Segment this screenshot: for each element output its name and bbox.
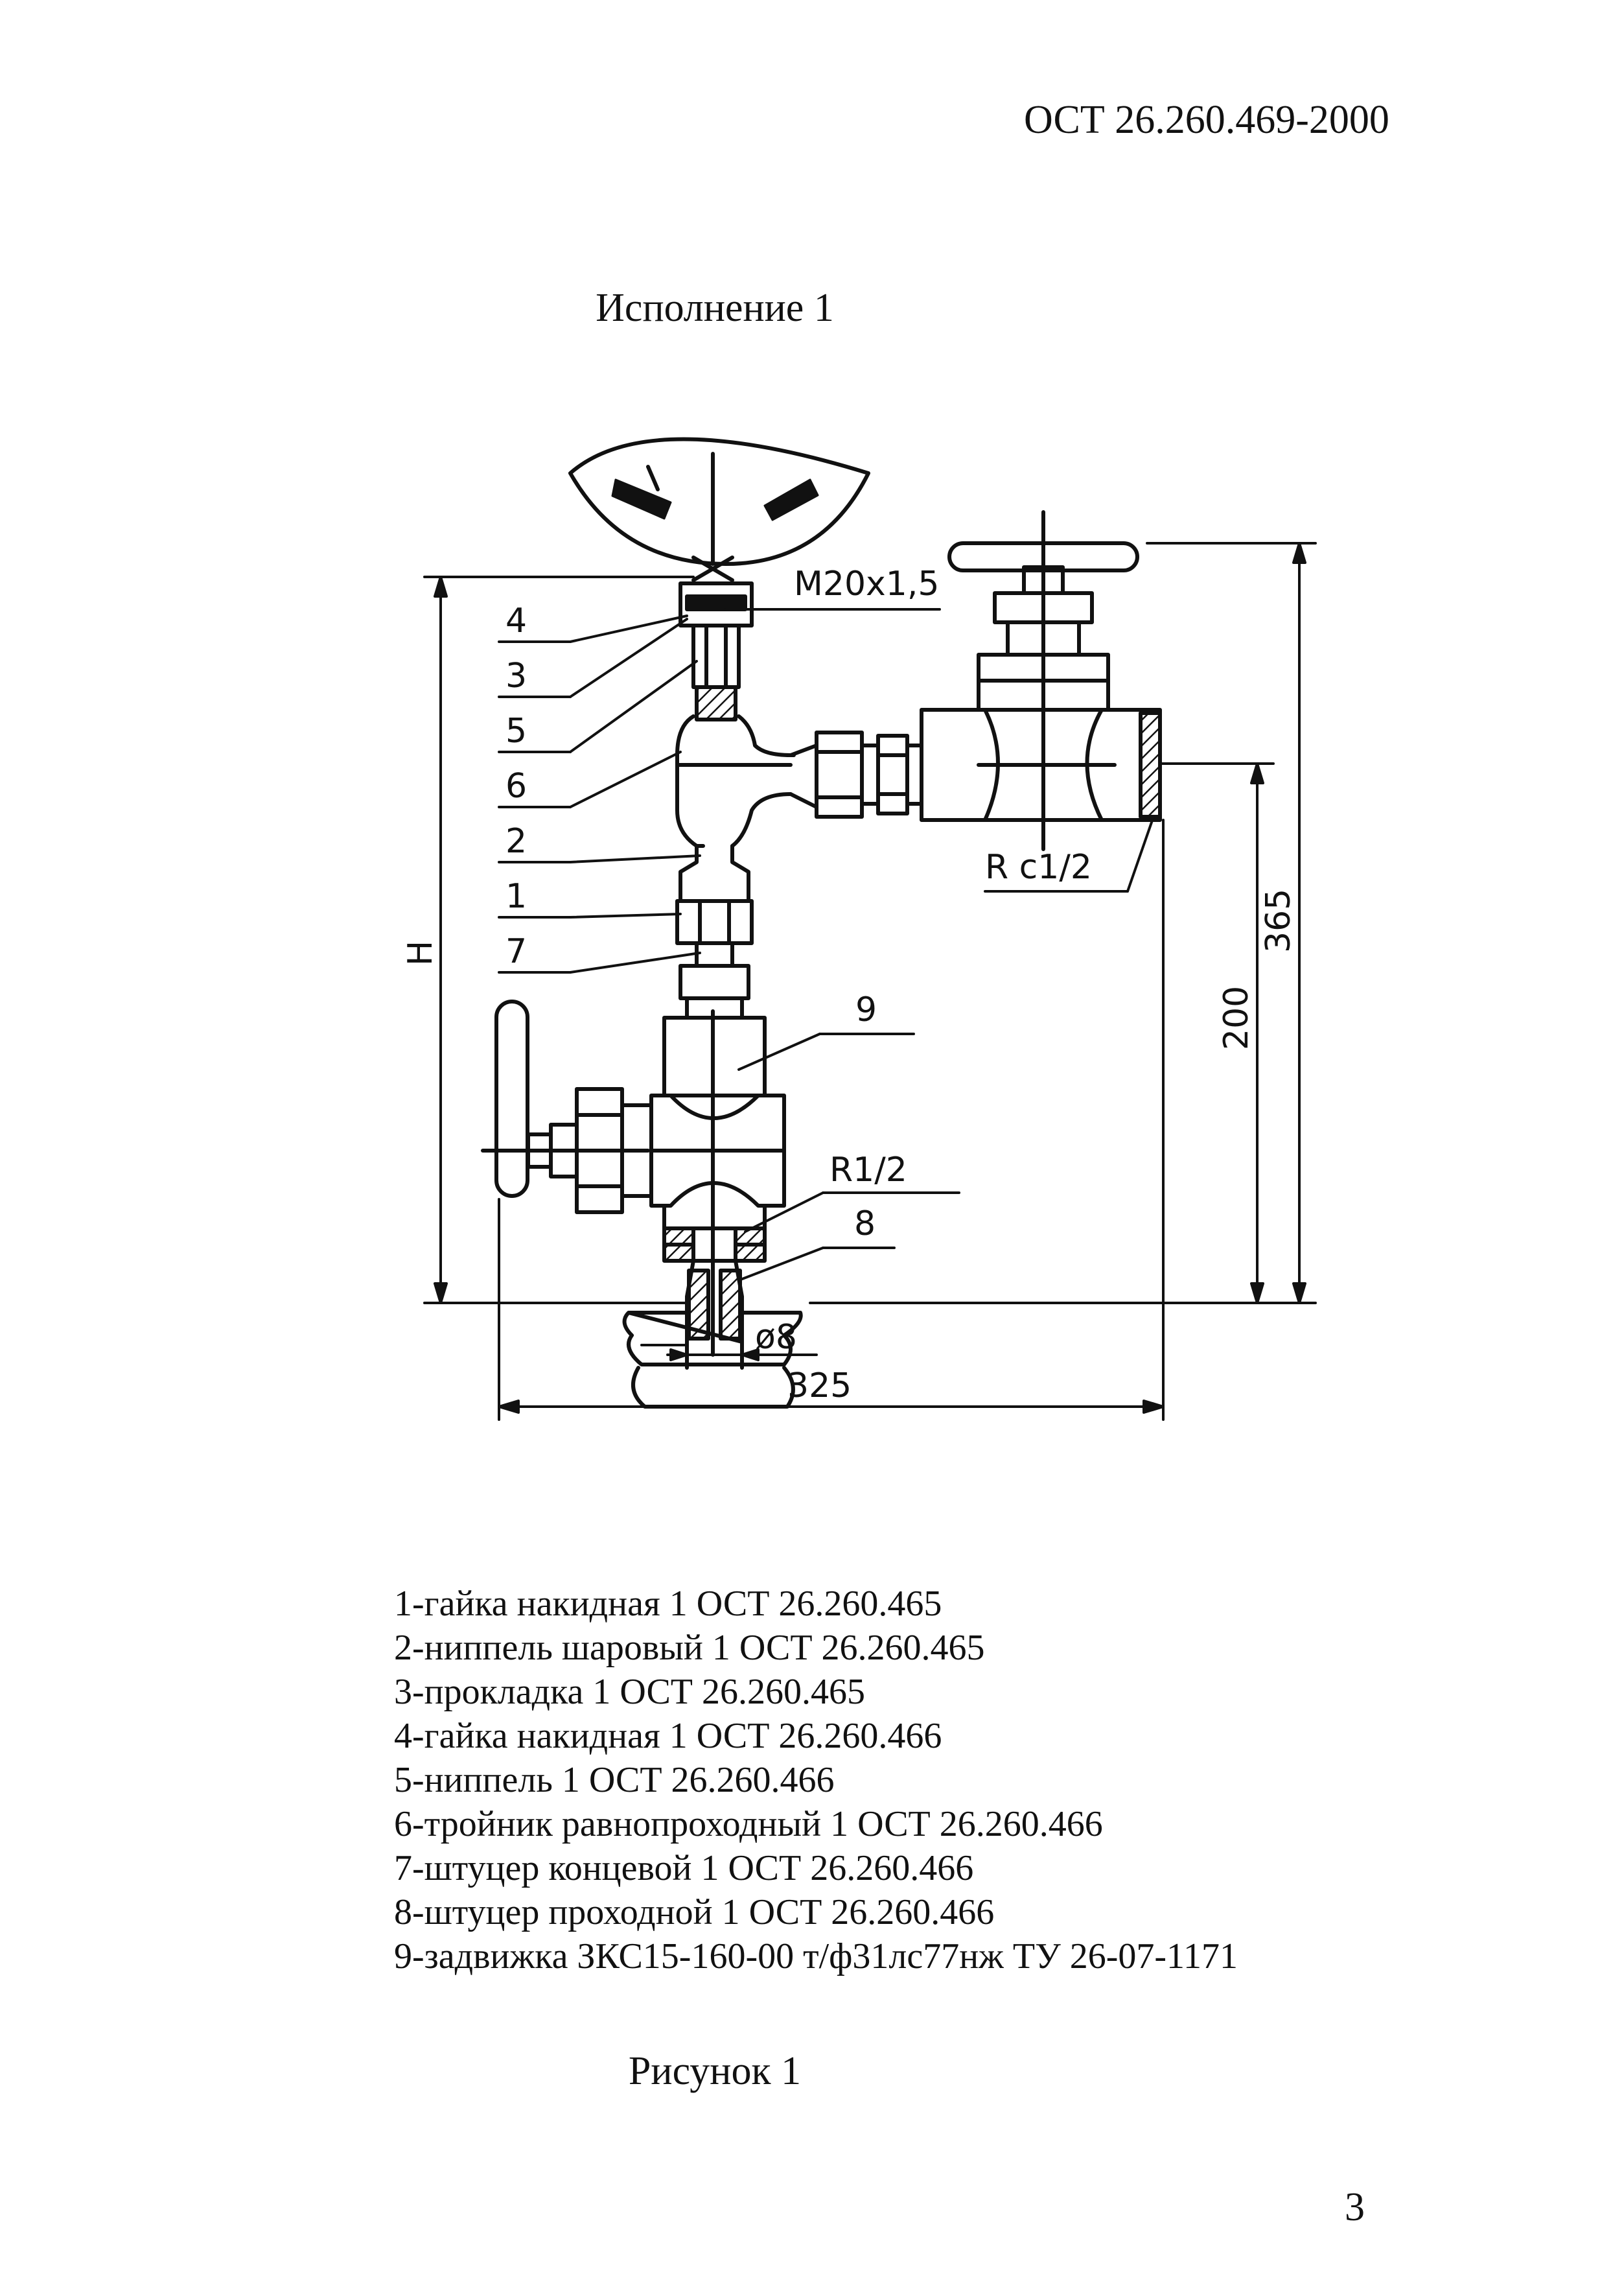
dimension-lines <box>423 542 1317 1421</box>
gate-valve-9 <box>481 1000 786 1276</box>
pipe-thread-right-label: R c1/2 <box>985 848 1092 887</box>
callout-leaders <box>498 615 701 974</box>
callout-2: 2 <box>505 822 527 861</box>
legend-item: 3-прокладка 1 ОСТ 26.260.465 <box>394 1672 866 1712</box>
dim-height-left-label: H <box>401 941 440 966</box>
legend-item: 2-ниппель шаровый 1 ОСТ 26.260.465 <box>394 1628 985 1668</box>
upper-valve <box>920 510 1162 851</box>
dim-200-label: 200 <box>1217 986 1256 1050</box>
tee-fitting <box>675 714 796 848</box>
variant-title: Исполнение 1 <box>596 286 834 330</box>
thread-label: М20х1,5 <box>794 565 940 603</box>
right-branch <box>789 731 923 819</box>
through-fitting-8 <box>622 1259 803 1409</box>
callout-9: 9 <box>855 990 877 1029</box>
figure-caption: Рисунок 1 <box>628 2049 802 2093</box>
callout-8: 8 <box>854 1204 876 1243</box>
legend-item: 7-штуцер концевой 1 ОСТ 26.260.466 <box>394 1848 974 1888</box>
callout-6: 6 <box>505 767 527 806</box>
callout-1: 1 <box>505 877 527 916</box>
legend-item: 1-гайка накидная 1 ОСТ 26.260.465 <box>394 1584 942 1624</box>
legend-item: 8-штуцер проходной 1 ОСТ 26.260.466 <box>394 1892 995 1932</box>
legend-item: 9-задвижка ЗКС15-160-00 т/ф31лс77нж ТУ 2… <box>394 1936 1238 1976</box>
legend-item: 5-ниппель 1 ОСТ 26.260.466 <box>394 1760 835 1800</box>
callout-7: 7 <box>505 932 527 971</box>
page-number: 3 <box>1345 2185 1365 2229</box>
document-code: ОСТ 26.260.469-2000 <box>1024 98 1389 142</box>
dim-365-label: 365 <box>1259 889 1298 953</box>
legend-item: 6-тройник равнопроходный 1 ОСТ 26.260.46… <box>394 1804 1103 1844</box>
legend-item: 4-гайка накидная 1 ОСТ 26.260.466 <box>394 1716 942 1756</box>
callout-5: 5 <box>505 712 527 751</box>
callout-3: 3 <box>505 657 527 696</box>
pipe-thread-bottom-label: R1/2 <box>829 1151 907 1189</box>
dim-width-label: 325 <box>787 1366 852 1405</box>
diameter-dimension <box>666 1348 818 1361</box>
top-union <box>679 581 754 721</box>
diameter-label: ø8 <box>755 1318 797 1357</box>
lower-stem <box>675 844 754 1020</box>
callout-4: 4 <box>505 602 527 640</box>
parts-legend: 1-гайка накидная 1 ОСТ 26.260.465 2-нипп… <box>394 1582 1238 1978</box>
pressure-gauge-icon <box>568 437 870 582</box>
